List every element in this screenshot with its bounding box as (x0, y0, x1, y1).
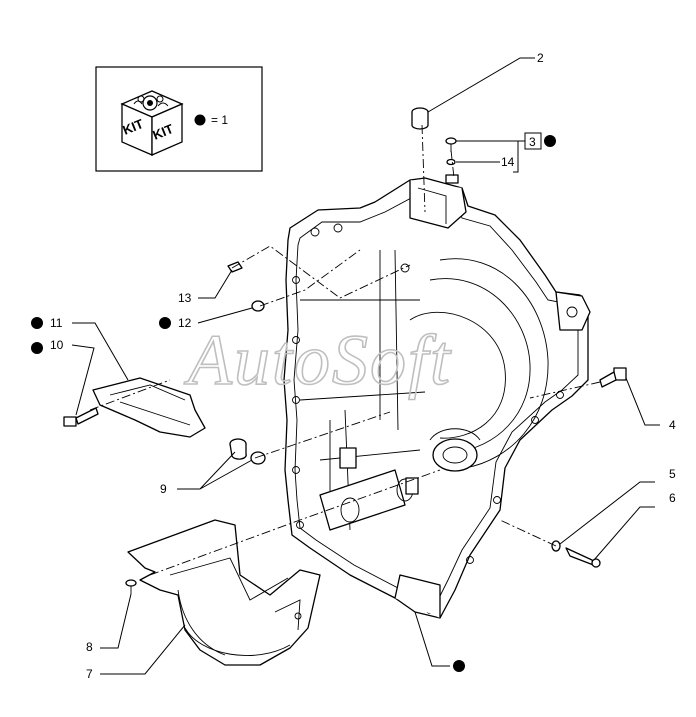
transmission-housing (283, 177, 591, 619)
callout-2: 2 (537, 51, 544, 65)
kit-dot-icon (31, 342, 43, 354)
callout-12: 12 (178, 316, 192, 330)
callout-6: 6 (669, 491, 676, 505)
kit-legend: KIT KIT = 1 (95, 66, 263, 172)
kit-label-right: KIT (151, 121, 176, 143)
callout-3: 3 (529, 135, 536, 149)
bolt-part-4 (599, 367, 627, 388)
callout-7: 7 (86, 667, 93, 681)
kit-dot-icon (453, 660, 465, 672)
dowel-pin-part-13 (227, 261, 243, 273)
callout-5: 5 (669, 467, 676, 481)
callout-13: 13 (178, 291, 192, 305)
assembly-centerlines (89, 124, 601, 576)
kit-dot-icon (31, 317, 43, 329)
callouts: 2 3 14 13 12 11 10 9 4 5 6 8 7 (31, 51, 676, 681)
callout-14: 14 (501, 155, 515, 169)
callout-10: 10 (50, 338, 64, 352)
plug-part-9 (229, 438, 266, 465)
watermark: AutoSoft (184, 320, 452, 400)
kit-dot-icon (544, 135, 556, 147)
leader-lines (71, 57, 660, 675)
callout-8: 8 (86, 640, 93, 654)
screw-part-8 (125, 579, 137, 594)
callout-3-box (524, 132, 542, 150)
bolt-part-10 (63, 407, 99, 427)
cap-part-2 (411, 107, 429, 130)
kit-box-icon: KIT KIT (120, 90, 184, 156)
kit-dot-icon (194, 114, 206, 126)
callout-9: 9 (160, 482, 167, 496)
callout-11: 11 (50, 316, 63, 330)
o-ring-part-12 (251, 300, 265, 312)
kit-dot-icon (159, 317, 171, 329)
kit-dot-equals: = 1 (211, 113, 228, 127)
kit-label-left: KIT (121, 116, 146, 138)
sensor-part-6 (565, 547, 601, 568)
screw-part-3 (445, 137, 459, 184)
lower-cover (127, 519, 321, 666)
small-cover-plate (92, 377, 206, 438)
callout-4: 4 (669, 418, 676, 432)
